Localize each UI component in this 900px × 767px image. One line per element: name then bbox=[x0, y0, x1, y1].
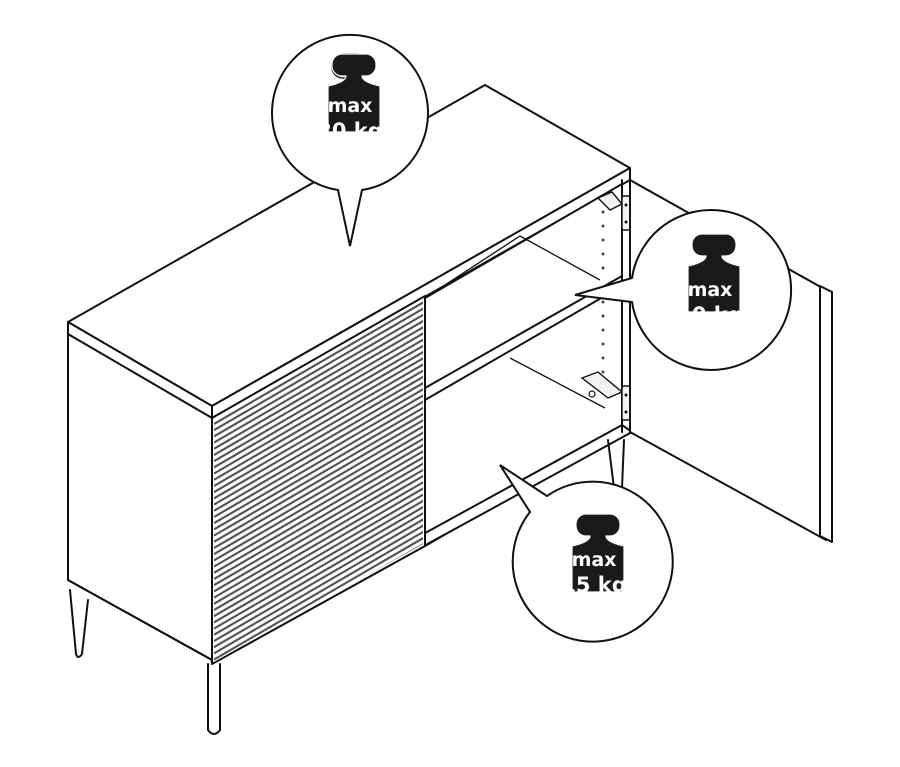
callout-top-line1: max bbox=[328, 95, 373, 117]
base-left-edge bbox=[67, 579, 213, 661]
callout-bottom-load: max 15 kg bbox=[499, 464, 674, 643]
weight-icon bbox=[571, 513, 625, 593]
interior-back-line-1 bbox=[519, 235, 601, 281]
interior-back-line-0 bbox=[424, 235, 521, 299]
callout-top-line2: 20 kg bbox=[317, 119, 383, 143]
callout-middle-line2: 10 kg bbox=[677, 303, 743, 327]
callout-middle-load: max 10 kg bbox=[574, 209, 793, 371]
hinge-top bbox=[596, 191, 631, 231]
interior-back-line-2 bbox=[509, 357, 606, 409]
callout-top-load: max 20 kg bbox=[271, 33, 429, 247]
hinge-bottom bbox=[580, 371, 631, 421]
open-door-edge bbox=[819, 285, 833, 543]
cabinet bbox=[67, 84, 833, 735]
weight-icon bbox=[687, 233, 741, 313]
weight-icon: max 20 kg bbox=[317, 53, 383, 143]
callout-bottom-line1: max bbox=[572, 549, 617, 571]
callout-bottom-line2: 15 kg bbox=[561, 573, 627, 597]
callout-middle-line1: max bbox=[688, 279, 733, 301]
shelf-pin-holes bbox=[601, 210, 605, 374]
